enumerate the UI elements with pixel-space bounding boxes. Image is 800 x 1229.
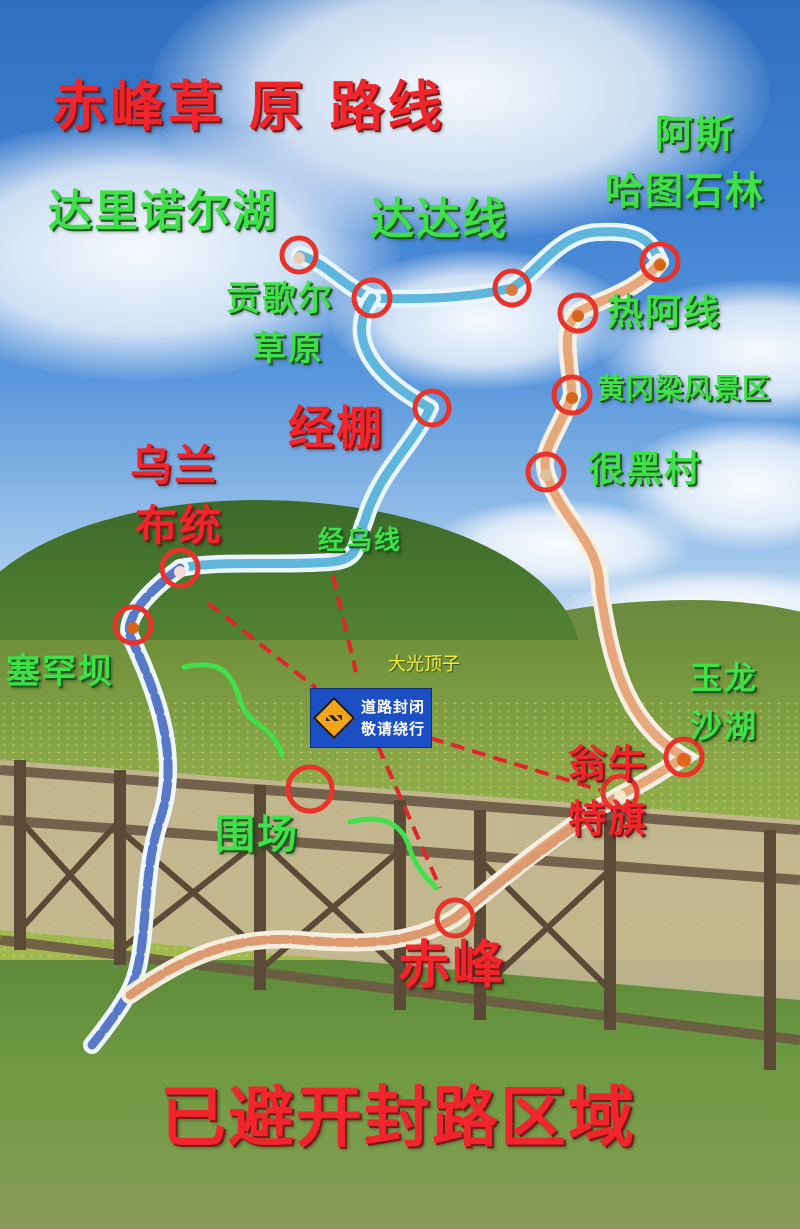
- label-jingpeng: 经棚: [288, 401, 384, 455]
- closure-line-1: 道路封闭: [361, 698, 426, 716]
- label-huanggangliang: 黄冈梁风景区: [597, 372, 772, 405]
- cloud: [150, 0, 770, 240]
- map-title: 赤峰草 原 路线: [52, 75, 446, 138]
- label-wengniute-2: 特旗: [568, 797, 649, 841]
- label-wengniute-1: 翁牛: [568, 742, 649, 786]
- closure-line-2: 敬请绕行: [361, 720, 426, 738]
- label-dalinuoer-lake: 达里诺尔湖: [48, 186, 278, 237]
- label-rea-line: 热阿线: [607, 292, 722, 333]
- wooden-boardwalk: [0, 760, 800, 1070]
- label-dada-line: 达达线: [370, 194, 508, 245]
- label-henhei-village: 很黑村: [588, 449, 703, 490]
- label-daguangdingzi: 大光顶子: [388, 654, 460, 675]
- label-wulan-2: 布统: [135, 501, 224, 550]
- label-wulan-1: 乌兰: [130, 441, 219, 490]
- closed-road-lines: [206, 574, 601, 889]
- label-jingwu-line: 经乌线: [318, 526, 403, 556]
- avoid-indicator-lines: [181, 662, 439, 891]
- location-markers: [112, 235, 705, 939]
- label-saihanba: 塞罕坝: [6, 652, 114, 692]
- label-gonggeer-2: 草原: [252, 329, 324, 369]
- label-yulong-2: 沙湖: [690, 707, 759, 745]
- label-asihatu-2: 哈图石林: [605, 169, 766, 213]
- label-gonggeer-1: 贡歌尔: [226, 279, 334, 319]
- label-yulong-1: 玉龙: [690, 659, 759, 697]
- label-weichang: 围场: [215, 812, 299, 858]
- avoided-closure-note: 已避开封路区域: [160, 1079, 636, 1156]
- route-wulan-chifeng: [83, 559, 625, 1054]
- road-closed-barrier-icon: [312, 696, 356, 740]
- label-chifeng: 赤峰: [398, 936, 507, 996]
- road-closed-sign: 道路封闭 敬请绕行: [310, 688, 432, 748]
- label-asihatu-1: 阿斯: [655, 112, 736, 156]
